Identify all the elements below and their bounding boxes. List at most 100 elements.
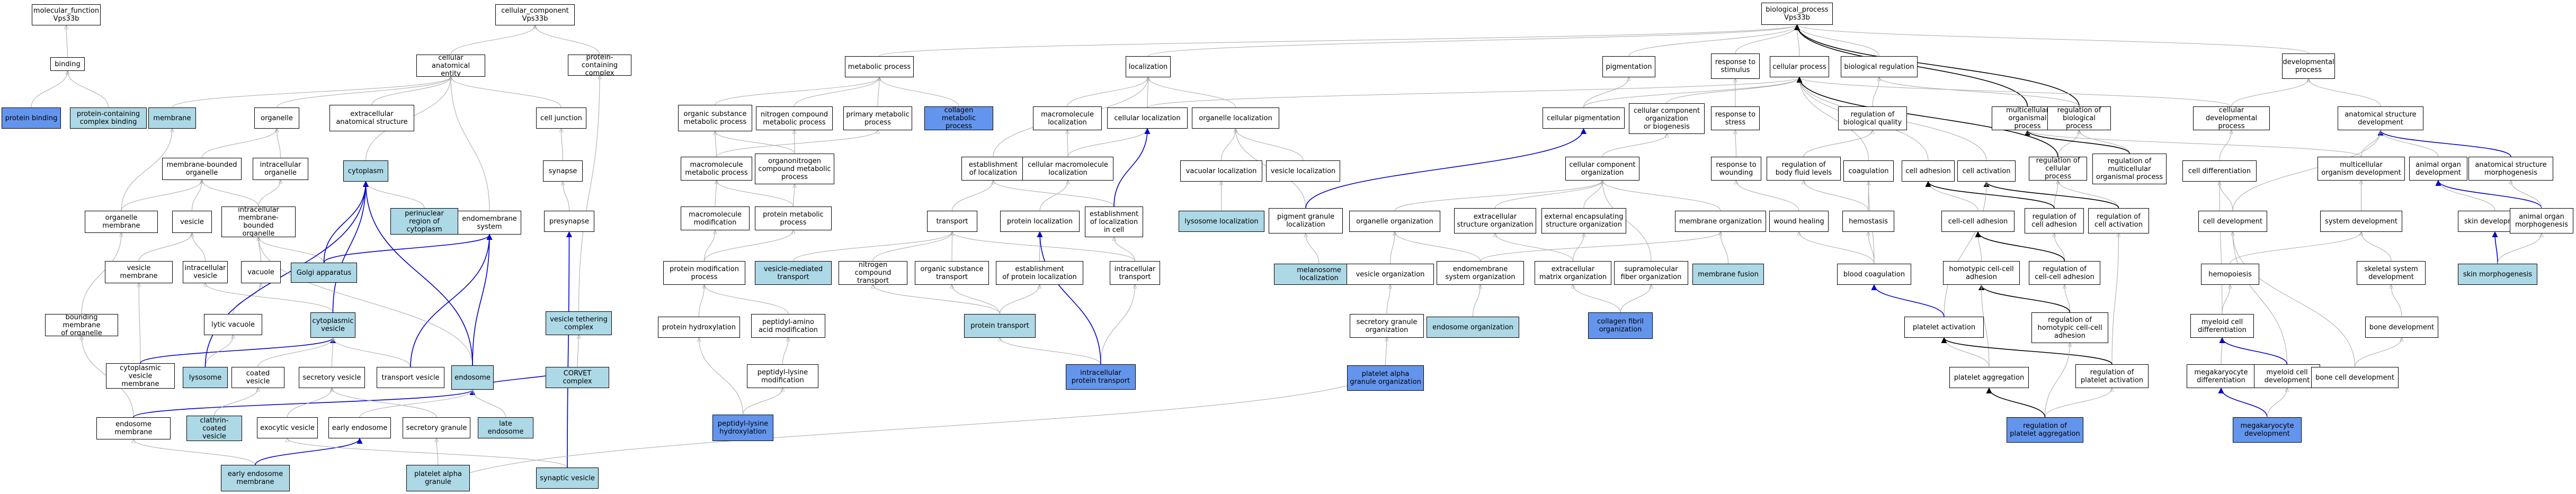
go-term-biological-regulation: biological regulation bbox=[1841, 56, 1918, 77]
edge-cell_junction-to-cae bbox=[451, 77, 561, 108]
edge-rcp-to-cellular_process bbox=[1796, 76, 2058, 157]
go-term-peptidyl-amino: peptidyl-amino acid modification bbox=[751, 314, 825, 338]
edge-emo-to-eeso bbox=[1573, 233, 1584, 262]
edge-peptidyl_amino-to-protein_modification_process bbox=[705, 285, 789, 315]
go-term-sfo: supramolecular fiber organization bbox=[1614, 261, 1688, 285]
go-term-platelet-aggregation: platelet aggregation bbox=[1949, 367, 2029, 388]
edge-macromolecule_localization-to-localization bbox=[1067, 77, 1148, 107]
edge-membrane-to-cae bbox=[172, 77, 451, 108]
go-term-reg-hcca: regulation of homotypic cell-cell adhesi… bbox=[2031, 312, 2108, 343]
edge-synapse-to-cell_junction bbox=[561, 129, 563, 161]
edge-myeloid_cell_development-to-myeloid_cell_differentiation bbox=[2219, 337, 2288, 365]
go-term-vesicle-localization: vesicle localization bbox=[1266, 160, 1340, 182]
go-term-ost: organic substance transport bbox=[915, 261, 989, 285]
go-term-blood-coagulation: blood coagulation bbox=[1837, 264, 1911, 285]
go-term-cellular-process: cellular process bbox=[1770, 56, 1829, 77]
edge-elic-to-establishment_of_localization bbox=[993, 181, 1115, 207]
go-term-hemopoiesis: hemopoiesis bbox=[2201, 264, 2259, 285]
go-term-bp: biological_process Vps33b bbox=[1761, 3, 1833, 25]
edge-cdp-to-cellular_process bbox=[1799, 77, 2232, 107]
go-term-rbfl: regulation of body fluid levels bbox=[1767, 157, 1841, 181]
edge-vmt-to-transport bbox=[793, 232, 952, 262]
edge-ivt-to-protein_transport bbox=[1000, 338, 1101, 365]
edge-golgi-to-endomembrane_system bbox=[323, 233, 493, 263]
go-term-macromolecule-localization: macromolecule localization bbox=[1033, 106, 1102, 130]
go-term-pgl: pigment granule localization bbox=[1269, 208, 1343, 233]
edge-endosome-to-imbo bbox=[259, 237, 473, 366]
go-term-secretory-vesicle: secretory vesicle bbox=[299, 367, 365, 388]
edge-endomembrane_system-to-cae bbox=[451, 77, 490, 211]
go-term-megakaryocyte-differentiation: megakaryocyte differentiation bbox=[2187, 364, 2256, 388]
edge-cae-to-cc bbox=[450, 25, 535, 55]
go-term-onc-metabolic: organonitrogen compound metabolic proces… bbox=[755, 154, 834, 184]
edge-mod-to-asd bbox=[2361, 130, 2381, 157]
go-term-imbo: intracellular membrane-bounded organelle bbox=[221, 206, 296, 237]
go-term-endosome-membrane: endosome membrane bbox=[96, 417, 171, 439]
go-term-rcp: regulation of cellular process bbox=[2029, 157, 2087, 181]
go-term-coagulation: coagulation bbox=[1843, 160, 1894, 182]
edge-intracellular_organelle-to-organelle bbox=[277, 129, 281, 158]
edge-eso-to-membrane_organization bbox=[1480, 232, 1721, 262]
go-term-elic: establishment of localization in cell bbox=[1085, 206, 1143, 237]
edge-imbo-to-intracellular_organelle bbox=[258, 180, 281, 207]
edge-cvm-to-cytoplasmic_vesicle bbox=[140, 337, 336, 364]
go-term-pigmentation: pigmentation bbox=[1602, 56, 1655, 77]
go-term-rmop: regulation of multicellular organismal p… bbox=[2092, 154, 2167, 184]
go-term-skin-morphogenesis: skin morphogenesis bbox=[2458, 264, 2537, 285]
go-term-pagdo: platelet alpha granule organization bbox=[1347, 365, 1424, 391]
edge-rbp-to-biological_regulation bbox=[1879, 77, 2080, 107]
edge-skin_morphogenesis-to-animal_organ_morphogenesis bbox=[2497, 233, 2542, 264]
edge-golgi-to-cytoplasm bbox=[323, 181, 369, 263]
go-term-secretory-granule: secretory granule bbox=[403, 417, 470, 438]
edge-bone_development-to-skeletal_system_development bbox=[2391, 285, 2402, 317]
edge-sgo-to-vesicle_organization bbox=[1386, 285, 1390, 315]
edge-vesicle_membrane-to-vesicle bbox=[138, 233, 192, 262]
edge-ivt-to-protein_localization bbox=[1037, 231, 1101, 365]
go-term-organelle-organization: organelle organization bbox=[1349, 211, 1440, 232]
go-term-endomembrane-system: endomembrane system bbox=[458, 211, 521, 235]
edge-localization-to-bp bbox=[1148, 25, 1797, 57]
go-term-ecs: extracellular anatomical structure bbox=[329, 105, 414, 131]
go-term-pccb: protein-containing complex binding bbox=[70, 107, 147, 129]
edge-platelet_activation-to-cell_activation bbox=[1944, 182, 1986, 317]
go-term-synapse: synapse bbox=[543, 160, 583, 182]
go-term-membrane-fusion: membrane fusion bbox=[1692, 264, 1764, 285]
edge-response_to_stimulus-to-bp bbox=[1735, 25, 1797, 54]
go-term-ivt: intracellular protein transport bbox=[1066, 364, 1136, 390]
go-term-cell-adhesion: cell adhesion bbox=[1902, 160, 1955, 182]
go-term-wound-healing: wound healing bbox=[1769, 211, 1829, 232]
go-term-nct: nitrogen compound transport bbox=[839, 261, 907, 285]
edge-protein_metabolic-to-mm_metabolic bbox=[717, 181, 794, 207]
go-term-collagen-metabolic: collagen metabolic process bbox=[924, 106, 993, 130]
edge-mod-to-mop bbox=[2028, 130, 2361, 157]
go-term-cell-cell-adhesion: cell-cell adhesion bbox=[1941, 211, 2015, 232]
edge-cytoplasmic_vesicle-to-intracellular_vesicle bbox=[206, 283, 333, 313]
edge-bone_cell_development-to-cell_development bbox=[2233, 232, 2355, 367]
edge-rbp-to-bp bbox=[1794, 24, 2080, 107]
edge-cvm-to-vesicle_membrane bbox=[139, 283, 140, 364]
go-term-emo: extracellular matrix organization bbox=[1535, 261, 1611, 285]
go-term-cae: cellular anatomical entity bbox=[416, 55, 485, 77]
go-term-pmp: primary metabolic process bbox=[843, 106, 912, 130]
go-term-mm-metabolic: macromolecule metabolic process bbox=[681, 157, 752, 181]
edge-onc_metabolic-to-osmp bbox=[715, 131, 795, 154]
edge-cellular_pigmentation-to-pigmentation bbox=[1583, 77, 1629, 108]
go-term-developmental-process: developmental process bbox=[2282, 53, 2335, 79]
go-term-osmp: organic substance metabolic process bbox=[678, 105, 752, 131]
go-term-mm-modification: macromolecule modification bbox=[681, 206, 750, 230]
go-term-myeloid-cell-development: myeloid cell development bbox=[2254, 364, 2320, 388]
edge-skin_development-to-aod bbox=[2438, 181, 2495, 211]
go-term-organelle-localization: organelle localization bbox=[1192, 107, 1279, 129]
go-term-cell-junction: cell junction bbox=[536, 107, 586, 129]
edge-exocytic_vesicle-to-secretory_vesicle bbox=[287, 388, 332, 418]
edge-protein_transport-to-nct bbox=[873, 285, 1000, 315]
go-term-animal-organ-morphogenesis: animal organ morphogenesis bbox=[2510, 208, 2573, 233]
go-term-cell-activation: cell activation bbox=[1957, 160, 2016, 182]
edge-protein_transport-to-ost bbox=[952, 285, 1000, 315]
edge-reg_cell_activation-to-cell_activation bbox=[1983, 181, 2119, 209]
edge-hemopoiesis-to-system_development bbox=[2230, 232, 2361, 264]
go-term-golgi: Golgi apparatus bbox=[291, 263, 357, 283]
go-term-sgo: secretory granule organization bbox=[1350, 314, 1424, 338]
edge-vesicle_tethering_complex-to-pcc bbox=[578, 76, 600, 312]
